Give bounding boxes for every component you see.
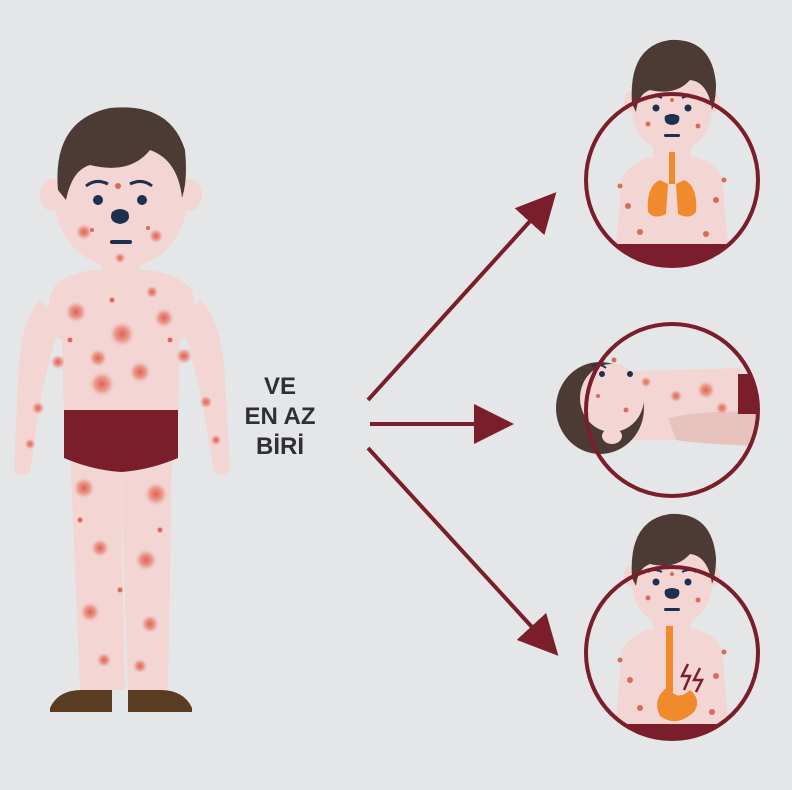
center-label-line3: BİRİ [230, 432, 330, 462]
arrows [368, 198, 553, 650]
stomach-pain-icon [586, 514, 758, 764]
center-label: VE EN AZ BİRİ [230, 372, 330, 462]
arrow-bottom [368, 448, 553, 650]
center-label-line1: VE [230, 372, 330, 402]
lying-child-brain-icon [556, 324, 768, 496]
arrow-top [368, 198, 551, 400]
center-label-line2: EN AZ [230, 402, 330, 432]
lungs-pneumonia-icon [586, 40, 758, 284]
child-with-rash-icon [14, 107, 230, 712]
